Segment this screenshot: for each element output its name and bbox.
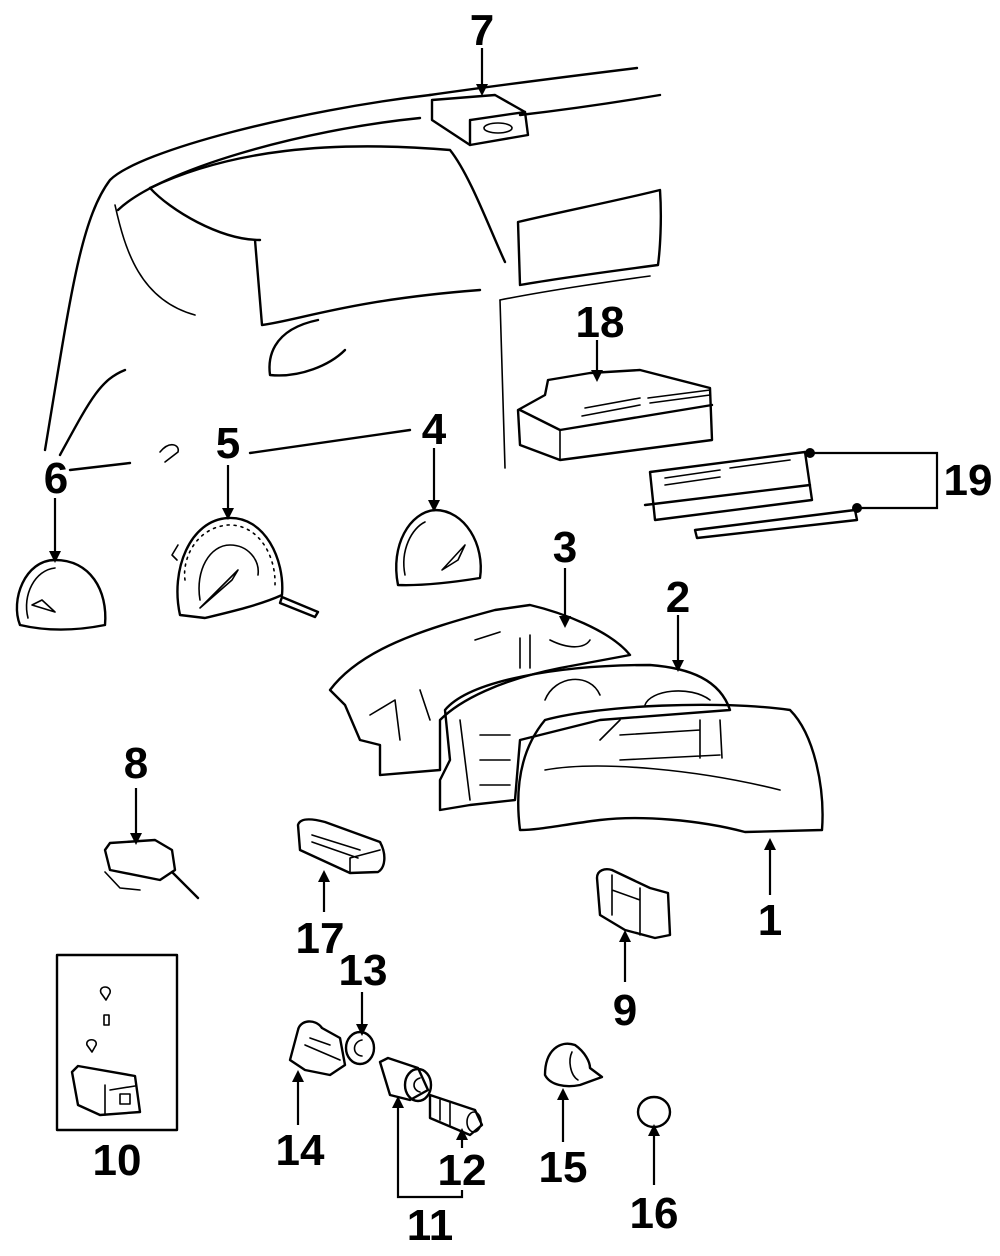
callout-3: 3 xyxy=(553,523,577,572)
part-7-dash-sensor: 7 xyxy=(430,6,530,147)
part-8-module: 8 xyxy=(103,739,200,900)
callout-12: 12 xyxy=(438,1146,487,1195)
dashboard-outline xyxy=(43,66,663,472)
callout-2: 2 xyxy=(666,573,690,622)
part-12-lighter-element: 12 xyxy=(428,1093,487,1195)
callout-18: 18 xyxy=(576,298,625,347)
part-4-gauge: 4 xyxy=(395,405,482,587)
part-3-cluster-housing: 3 xyxy=(328,523,632,777)
part-5-speedometer: 5 xyxy=(171,419,320,620)
callout-19: 19 xyxy=(944,456,993,505)
callout-15: 15 xyxy=(539,1143,588,1192)
part-17-switch: 17 xyxy=(296,818,386,963)
callout-5: 5 xyxy=(216,419,240,468)
callout-1: 1 xyxy=(758,896,782,945)
part-10-switch-kit: 10 xyxy=(55,953,179,1185)
callout-16: 16 xyxy=(630,1189,679,1238)
part-13-ring: 13 xyxy=(339,946,388,1066)
part-15-switch: 15 xyxy=(539,1042,604,1192)
callout-11: 11 xyxy=(407,1201,454,1250)
part-9-switch: 9 xyxy=(595,868,672,1035)
part-6-gauge: 6 xyxy=(15,454,107,631)
callout-6: 6 xyxy=(44,454,68,503)
part-19-bezel-trim: 19 xyxy=(643,448,993,540)
callout-9: 9 xyxy=(613,986,637,1035)
callout-17: 17 xyxy=(296,914,345,963)
callout-7: 7 xyxy=(470,6,494,55)
part-14-socket: 14 xyxy=(276,1020,347,1175)
callout-10: 10 xyxy=(93,1136,142,1185)
callout-8: 8 xyxy=(124,739,148,788)
part-1-cluster-lens: 1 xyxy=(517,703,824,945)
part-11-lighter-assembly: 11 xyxy=(378,1056,464,1250)
part-18-control-unit: 18 xyxy=(516,298,714,462)
callout-4: 4 xyxy=(422,405,447,454)
part-16-knob: 16 xyxy=(630,1095,679,1238)
part-2-cluster-face: 2 xyxy=(438,573,732,812)
callout-14: 14 xyxy=(276,1126,325,1175)
callout-13: 13 xyxy=(339,946,388,995)
